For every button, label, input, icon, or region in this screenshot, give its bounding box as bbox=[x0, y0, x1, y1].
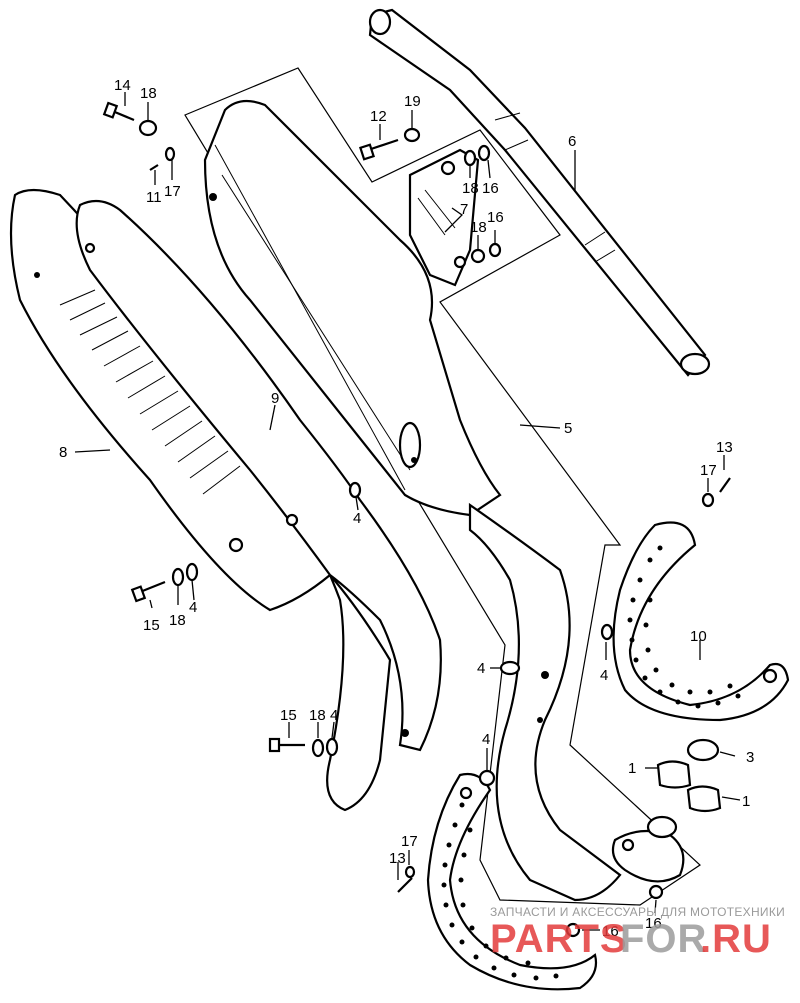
label-15: 15 bbox=[280, 707, 297, 724]
inner-heat-shield-part bbox=[75, 199, 442, 752]
label-17: 17 bbox=[164, 183, 181, 200]
label-18: 18 bbox=[462, 180, 479, 197]
mounting-bracket-part bbox=[408, 148, 480, 287]
label-1: 1 bbox=[742, 793, 750, 810]
label-13: 13 bbox=[716, 439, 733, 456]
label-10: 10 bbox=[690, 628, 707, 645]
label-6: 6 bbox=[568, 133, 576, 150]
perforated-guard-right-part bbox=[612, 521, 790, 722]
label-4: 4 bbox=[330, 707, 338, 724]
label-16: 16 bbox=[482, 180, 499, 197]
muffler-part bbox=[203, 99, 622, 902]
leader-lines bbox=[74, 92, 741, 931]
label-18: 18 bbox=[309, 707, 326, 724]
label-5: 5 bbox=[564, 420, 572, 437]
label-18: 18 bbox=[169, 612, 186, 629]
gasket-ring-part bbox=[686, 738, 720, 762]
label-1: 1 bbox=[628, 760, 636, 777]
label-4: 4 bbox=[600, 667, 608, 684]
label-18: 18 bbox=[470, 219, 487, 236]
label-15: 15 bbox=[143, 617, 160, 634]
label-7: 7 bbox=[460, 201, 468, 218]
heat-shield-slots bbox=[59, 289, 241, 495]
exhaust-flange-part bbox=[611, 815, 685, 883]
label-17: 17 bbox=[700, 462, 717, 479]
label-18: 18 bbox=[140, 85, 157, 102]
label-4: 4 bbox=[477, 660, 485, 677]
label-17: 17 bbox=[401, 833, 418, 850]
label-14: 14 bbox=[114, 77, 131, 94]
label-16: 16 bbox=[602, 923, 619, 940]
bolt-parts bbox=[102, 101, 731, 893]
label-16: 16 bbox=[645, 915, 662, 932]
label-4: 4 bbox=[482, 731, 490, 748]
label-3: 3 bbox=[746, 749, 754, 766]
label-4: 4 bbox=[189, 599, 197, 616]
label-16: 16 bbox=[487, 209, 504, 226]
label-19: 19 bbox=[404, 93, 421, 110]
watermark-brand-parts: PARTS bbox=[490, 917, 628, 961]
watermark-brand-for: FOR bbox=[620, 917, 707, 961]
assembly-outline bbox=[184, 67, 701, 906]
watermark: ЗАПЧАСТИ И АКСЕССУАРЫ ДЛЯ МОТОТЕХНИКИ PA… bbox=[490, 905, 785, 961]
part-number-labels: 14 18 11 17 12 19 18 16 7 16 18 6 5 9 8 … bbox=[59, 77, 754, 940]
label-13: 13 bbox=[389, 850, 406, 867]
watermark-tagline: ЗАПЧАСТИ И АКСЕССУАРЫ ДЛЯ МОТОТЕХНИКИ bbox=[490, 905, 785, 919]
tail-pipe-part bbox=[368, 8, 711, 377]
label-11: 11 bbox=[146, 189, 162, 206]
label-4: 4 bbox=[353, 510, 361, 527]
label-8: 8 bbox=[59, 444, 67, 461]
label-12: 12 bbox=[370, 108, 387, 125]
perforated-guard-left-part bbox=[426, 772, 598, 991]
label-9: 9 bbox=[271, 390, 279, 407]
watermark-brand-domain: .RU bbox=[700, 917, 772, 961]
collet-half-parts bbox=[656, 760, 722, 813]
